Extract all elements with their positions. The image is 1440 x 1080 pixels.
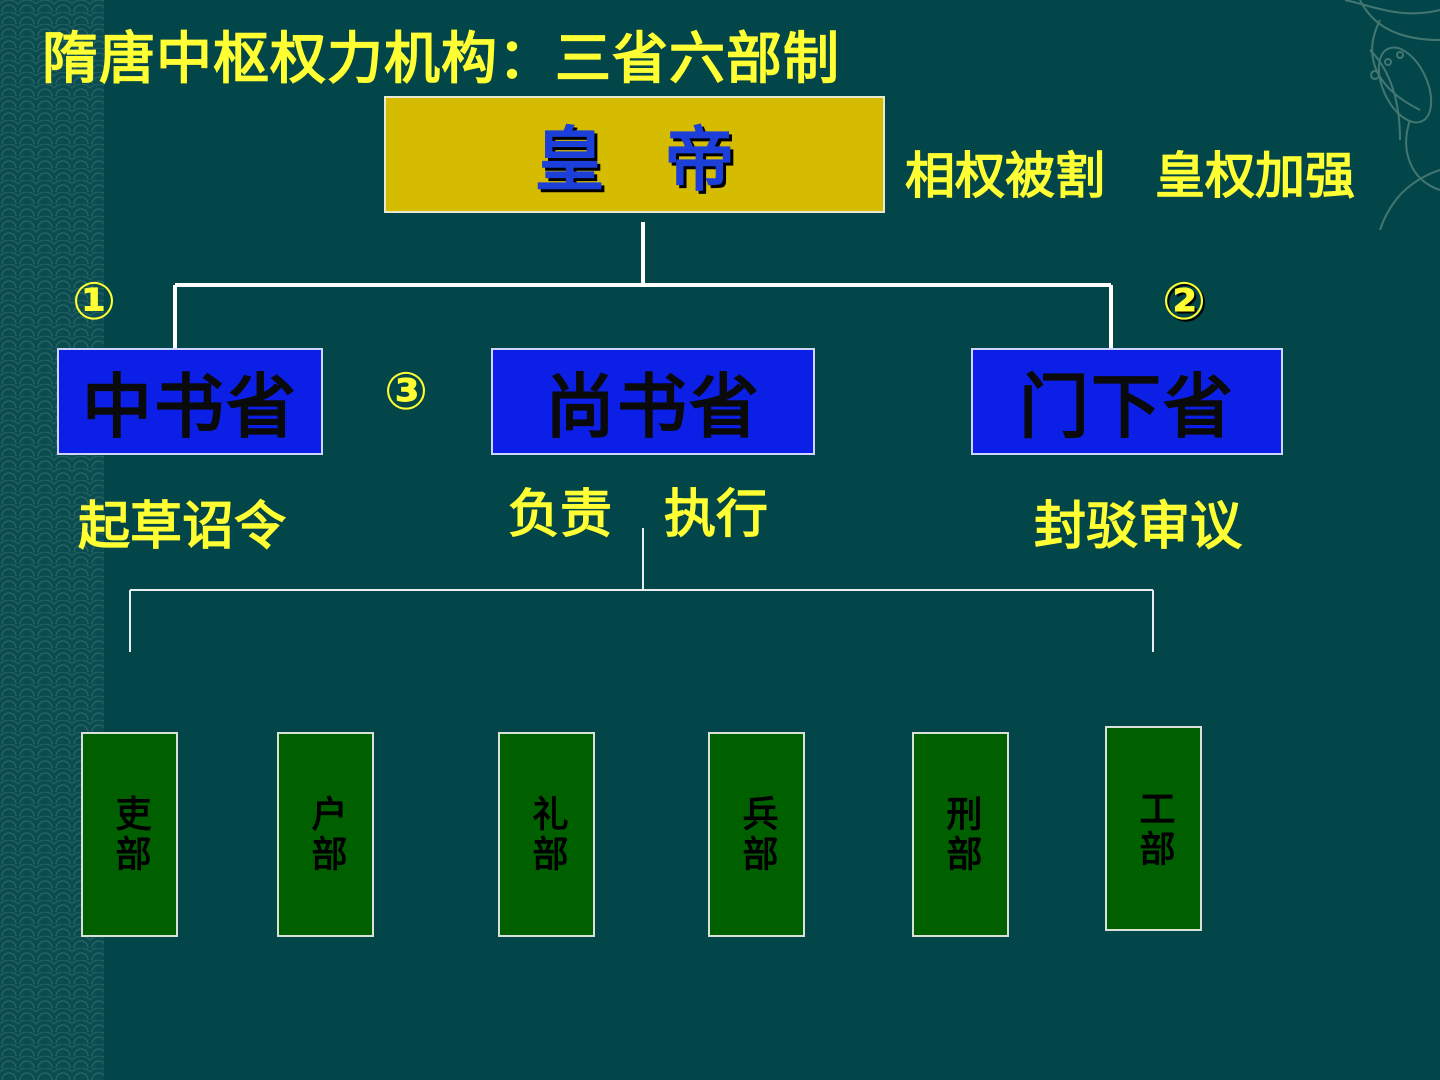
ministry-box-personnel: 吏部 xyxy=(81,732,178,937)
ministry-label: 工部 xyxy=(1133,790,1175,870)
ministry-box-works: 工部 xyxy=(1105,726,1202,931)
ministry-box-rites: 礼部 xyxy=(498,732,595,937)
ministry-label: 户部 xyxy=(305,794,347,875)
marker-two: ② xyxy=(1162,272,1207,332)
shangshu-department-box: 尚书省 xyxy=(491,348,815,455)
zhongshu-role: 起草诏令 xyxy=(78,497,287,557)
marker-three: ③ xyxy=(384,362,429,422)
zhongshu-label: 中书省 xyxy=(82,366,298,448)
ministry-box-justice: 刑部 xyxy=(912,732,1009,937)
floral-corner-ornament-icon xyxy=(1344,0,1440,230)
ministry-label: 吏部 xyxy=(109,794,151,875)
page-title: 隋唐中枢权力机构：三省六部制 xyxy=(42,27,840,92)
shangshu-role: 负责 执行 xyxy=(508,485,769,545)
menxia-role: 封驳审议 xyxy=(1034,497,1243,557)
ministry-box-war: 兵部 xyxy=(708,732,805,937)
ministry-label: 礼部 xyxy=(526,794,568,875)
emperor-box: 皇帝 xyxy=(384,96,885,213)
shangshu-label: 尚书省 xyxy=(545,366,761,448)
ministry-box-revenue: 户部 xyxy=(277,732,374,937)
zhongshu-department-box: 中书省 xyxy=(57,348,323,455)
ministry-label: 兵部 xyxy=(736,794,778,875)
emperor-note: 相权被割 皇权加强 xyxy=(905,147,1355,205)
ministry-label: 刑部 xyxy=(940,794,982,875)
marker-one: ① xyxy=(72,272,117,332)
patterned-side-strip xyxy=(0,0,104,1080)
menxia-department-box: 门下省 xyxy=(971,348,1283,455)
menxia-label: 门下省 xyxy=(1019,366,1235,448)
emperor-label: 皇帝 xyxy=(534,119,795,201)
